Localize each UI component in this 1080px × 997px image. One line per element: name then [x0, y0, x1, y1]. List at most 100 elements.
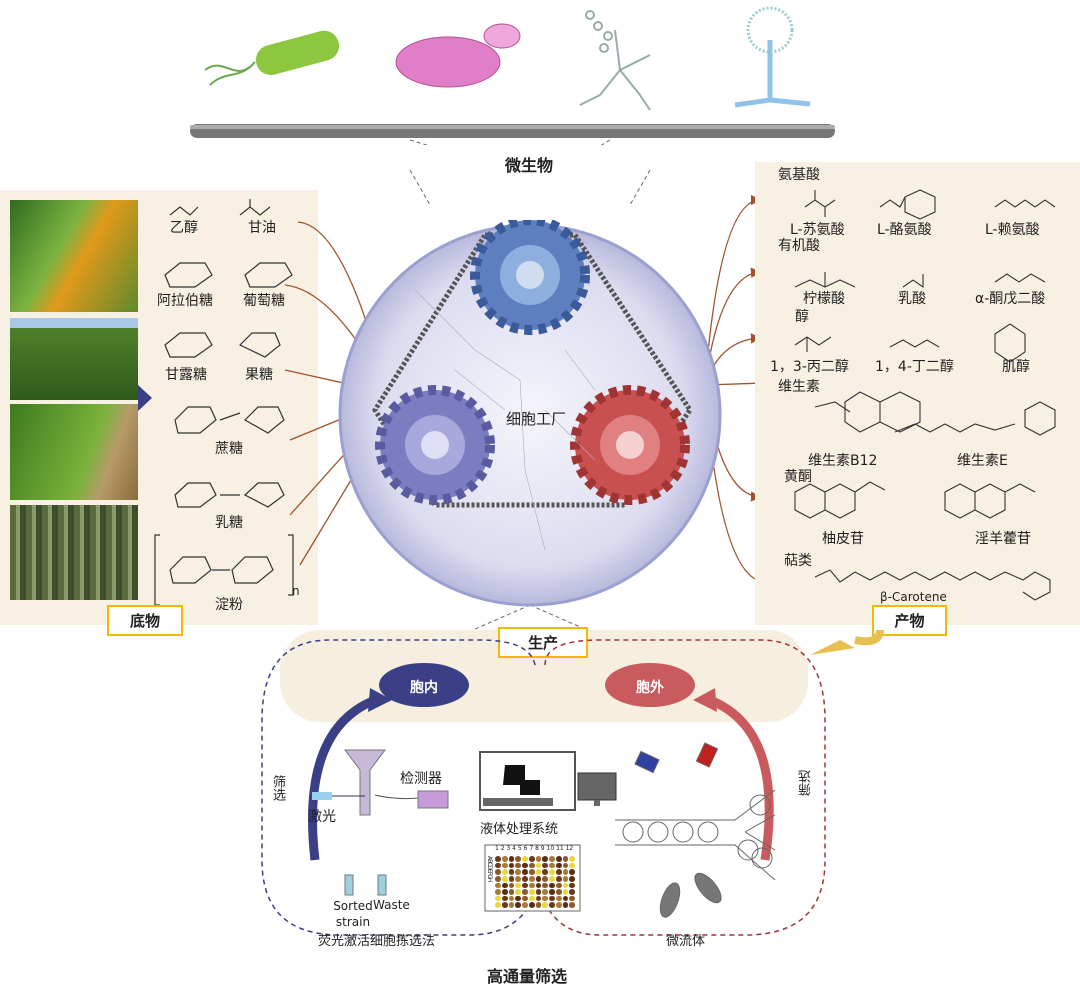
well — [528, 875, 535, 882]
well — [528, 882, 535, 889]
well — [555, 862, 562, 869]
plate-column-labels: 1 2 3 4 5 6 7 8 9 10 11 12 — [495, 845, 574, 852]
well — [501, 889, 508, 895]
well — [501, 875, 508, 882]
product-label: 产物 — [872, 605, 947, 636]
well — [522, 882, 528, 889]
gear-blue-icon — [470, 220, 590, 335]
well — [495, 889, 501, 895]
well — [522, 895, 528, 902]
well — [569, 862, 575, 869]
well — [535, 895, 542, 902]
group-flavonoids: 黄酮 — [784, 469, 812, 485]
well — [562, 895, 569, 902]
product-vitamin-b12: 维生素B12 — [808, 453, 878, 469]
intracellular-label: 胞内 — [410, 680, 438, 696]
yeast-icon — [395, 23, 521, 88]
substrate-arabinose: 阿拉伯糖 — [157, 293, 213, 309]
well — [569, 869, 575, 875]
facs-title: 荧光激活细胞拣选法 — [318, 934, 436, 949]
well — [522, 875, 528, 882]
well — [562, 862, 569, 869]
well — [508, 875, 515, 882]
wheat-field-photo — [10, 318, 138, 400]
well — [569, 875, 575, 882]
well — [501, 869, 508, 875]
well — [542, 882, 548, 889]
group-organic-acids: 有机酸 — [778, 238, 820, 254]
well — [528, 869, 535, 875]
well — [555, 882, 562, 889]
well — [515, 856, 521, 862]
substrate-starch: 淀粉 — [215, 597, 243, 613]
well — [562, 875, 569, 882]
group-vitamins: 维生素 — [778, 379, 820, 395]
product-butanediol: 1，4-丁二醇 — [875, 359, 954, 375]
well — [535, 889, 542, 895]
waste-label: Waste — [373, 898, 410, 912]
product-propanediol: 1，3-丙二醇 — [770, 359, 849, 375]
well — [495, 862, 501, 869]
group-amino-acids: 氨基酸 — [778, 167, 820, 183]
fungus-icon — [734, 6, 811, 108]
well — [569, 895, 575, 902]
well — [542, 869, 548, 875]
detector-label: 检测器 — [400, 771, 442, 787]
well — [569, 882, 575, 889]
substrate-ethanol: 乙醇 — [170, 220, 198, 236]
well — [501, 895, 508, 902]
gear-red-icon — [570, 385, 690, 505]
microbes-row — [180, 0, 840, 171]
well — [535, 882, 542, 889]
well — [508, 902, 515, 908]
liquid-handling-label: 液体处理系统 — [480, 822, 559, 837]
well — [542, 875, 548, 882]
screen-left-label: 筛选 — [270, 775, 285, 801]
cell-factory-label: 细胞工厂 — [506, 410, 567, 428]
well — [522, 902, 528, 908]
well — [555, 889, 562, 895]
well — [501, 902, 508, 908]
well — [508, 869, 515, 875]
product-alpha-ketoglutarate: α-酮戊二酸 — [975, 291, 1046, 307]
well — [501, 862, 508, 869]
well — [549, 882, 555, 889]
well — [535, 902, 542, 908]
well — [535, 875, 542, 882]
product-tyrosine: L-酪氨酸 — [877, 222, 932, 238]
product-citric-acid: 柠檬酸 — [803, 291, 845, 307]
product-beta-carotene: β-Carotene — [880, 590, 947, 604]
well — [549, 895, 555, 902]
well — [549, 856, 555, 862]
well — [508, 882, 515, 889]
well — [522, 862, 528, 869]
well — [542, 895, 548, 902]
well — [495, 875, 501, 882]
substrate-arrow-icon — [138, 385, 152, 411]
well — [549, 869, 555, 875]
well — [549, 875, 555, 882]
substrate-mannose: 甘露糖 — [165, 367, 207, 383]
well — [495, 895, 501, 902]
product-inositol: 肌醇 — [1002, 359, 1030, 375]
group-alcohols: 醇 — [795, 309, 809, 325]
product-lactic-acid: 乳酸 — [898, 291, 926, 307]
substrate-structures — [154, 199, 294, 606]
well — [515, 889, 521, 895]
well — [535, 869, 542, 875]
well — [495, 902, 501, 908]
screen-right-label: 筛选 — [799, 770, 814, 796]
microfluidics-label: 微流体 — [666, 934, 706, 949]
liquid-handler-icon — [479, 751, 617, 811]
well — [495, 856, 501, 862]
well — [542, 862, 548, 869]
group-terpenoids: 萜类 — [784, 553, 812, 569]
well — [569, 856, 575, 862]
product-lysine: L-赖氨酸 — [985, 222, 1040, 238]
laser-label: 激光 — [308, 809, 336, 825]
well — [501, 856, 508, 862]
well — [528, 902, 535, 908]
well — [569, 889, 575, 895]
product-threonine: L-苏氨酸 — [790, 222, 845, 238]
well — [508, 895, 515, 902]
